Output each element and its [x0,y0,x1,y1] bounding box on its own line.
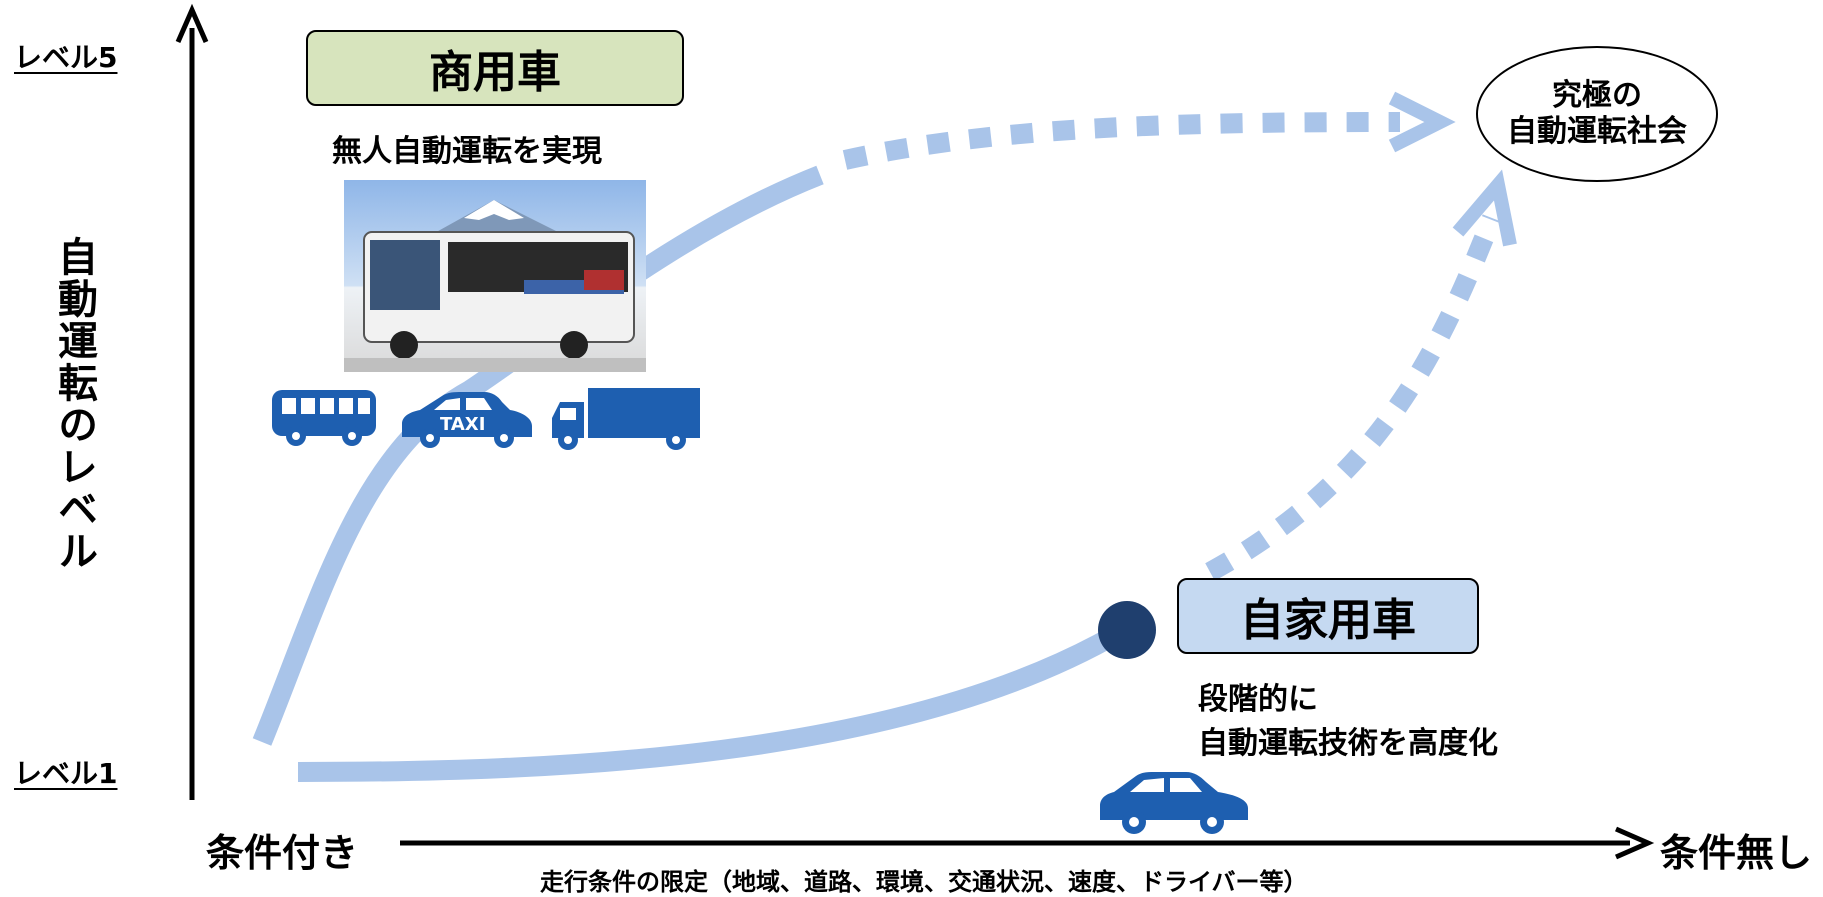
private-caption-line2: 自動運転技術を高度化 [1198,726,1498,761]
commercial-path [252,165,824,746]
private-caption-line1: 段階的に [1198,682,1318,717]
private-vehicle-title: 自家用車 [1240,595,1416,646]
x-axis-right-label: 条件無し [1660,831,1813,875]
car-icon [1100,772,1248,834]
level1-label: レベル1 [14,757,118,790]
commercial-vehicle-box: 商用車 [306,30,684,106]
commercial-vehicle-title: 商用車 [429,47,561,98]
private-path [297,623,1126,782]
level5-label: レベル5 [14,41,118,74]
commercial-dashed-path [842,112,1401,170]
x-axis-left-label: 条件付き [206,831,359,875]
commercial-caption: 無人自動運転を実現 [332,134,602,169]
private-dashed-path [1205,214,1502,581]
goal-line2: 自動運転社会 [1507,114,1687,149]
x-axis-note: 走行条件の限定（地域、道路、環境、交通状況、速度、ドライバー等） [540,868,1308,896]
goal-line1: 究極の [1552,78,1642,113]
taxi-text: TAXI [440,414,485,435]
y-axis-title: 自動運転のレベル [51,236,97,572]
ultimate-goal-ellipse: 究極の 自動運転社会 [1476,46,1718,182]
x-axis-arrowhead [1614,826,1655,860]
private-current-dot [1098,601,1156,659]
private-arrowhead [1452,169,1517,247]
bus-icon [272,390,376,446]
truck-icon [552,388,700,450]
y-axis-arrowhead [175,3,209,44]
taxi-icon: TAXI [402,392,532,448]
private-vehicle-box: 自家用車 [1177,578,1479,654]
autonomous-bus-photo [344,180,646,372]
commercial-arrowhead [1388,91,1456,153]
